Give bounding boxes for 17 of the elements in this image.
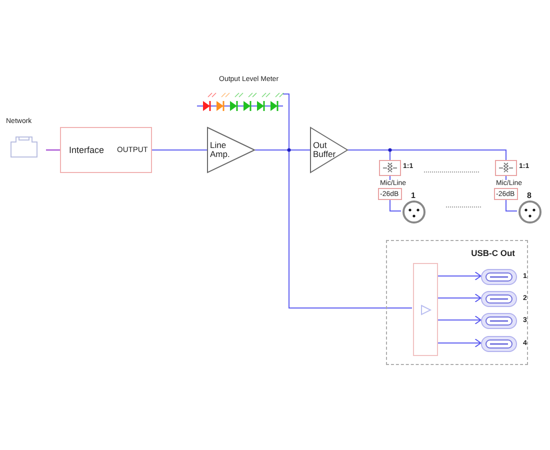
interface-box — [60, 127, 152, 173]
channel-number: 1 — [411, 192, 416, 201]
signal-line — [436, 315, 482, 325]
group-title: USB-C Out — [471, 249, 515, 258]
channel-number: 8 — [527, 192, 532, 201]
signal-line — [348, 150, 506, 160]
amplifier-label: Line Amp. — [210, 141, 231, 160]
interface-label: Interface — [69, 146, 104, 156]
signal-line — [436, 338, 482, 348]
signal-line — [436, 293, 482, 303]
signal-line — [390, 200, 402, 212]
signal-line — [254, 150, 412, 308]
splitter-box — [413, 263, 438, 356]
signal-line — [506, 200, 518, 212]
amplifier-label: Out Buffer — [313, 141, 337, 160]
output-group-panel — [386, 240, 528, 365]
signal-line — [436, 271, 482, 281]
